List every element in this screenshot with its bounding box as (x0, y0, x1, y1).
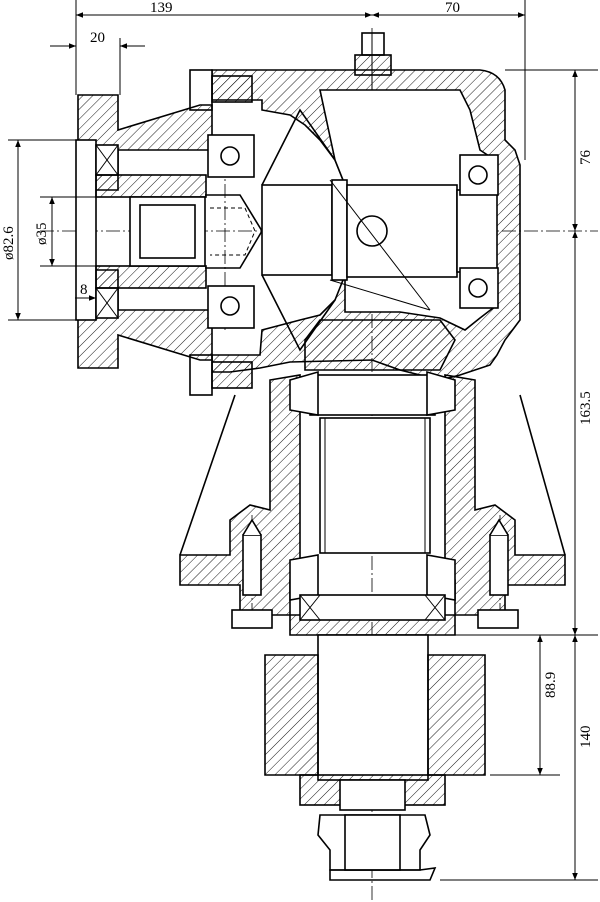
dim-right-upper: 76 (578, 150, 594, 166)
dim-right-middle: 163.5 (578, 391, 594, 425)
dim-top-right: 70 (445, 0, 460, 16)
input-flange (75, 94, 263, 369)
dim-diameter-small: ø35 (34, 223, 50, 246)
dimension-lines (8, 0, 598, 881)
lower-housing (179, 374, 566, 636)
dim-top-left: 139 (150, 0, 173, 16)
dim-diameter-large: ø82.6 (1, 226, 17, 260)
dim-flange-width: 20 (90, 30, 105, 46)
dim-small-gap: 8 (80, 282, 88, 298)
dim-lower-outer: 140 (578, 726, 594, 749)
dim-lower-inner: 88.9 (543, 672, 559, 698)
vertical-shaft (264, 319, 486, 881)
horizontal-shaft (261, 108, 499, 352)
